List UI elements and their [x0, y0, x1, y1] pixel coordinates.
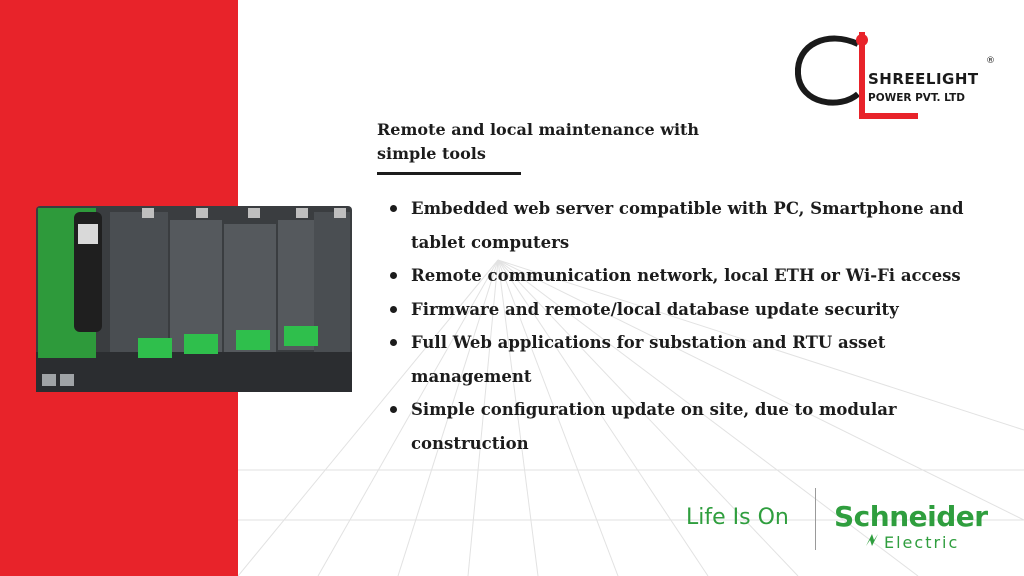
bullet-dot-icon — [390, 205, 397, 212]
bullet-dot-icon — [390, 339, 397, 346]
bullet-dot-icon — [390, 305, 397, 313]
list-item: Simple configuration update on site, due… — [388, 393, 988, 460]
list-item: Firmware and remote/local database updat… — [388, 293, 988, 327]
brand-name: Schneider — [834, 500, 988, 533]
brand-subname: Electric — [884, 533, 960, 552]
logo-divider — [815, 488, 816, 550]
heading-underline — [377, 172, 521, 175]
schneider-electric-logo-icon — [866, 534, 878, 546]
rtu-device-image — [36, 206, 352, 392]
tagline: Life Is On — [686, 505, 789, 530]
list-item: Embedded web server compatible with PC, … — [388, 192, 988, 259]
section-heading-text: Remote and local maintenance with simple… — [377, 120, 700, 163]
building-background-image — [238, 259, 1024, 576]
shreelight-logo-icon — [794, 32, 918, 119]
list-item: Full Web applications for substation and… — [388, 326, 988, 393]
registered-mark: ® — [986, 56, 995, 66]
list-item: Remote communication network, local ETH … — [388, 259, 988, 293]
bullet-dot-icon — [390, 406, 397, 413]
company-name: SHREELIGHT — [868, 70, 979, 88]
feature-list: Embedded web server compatible with PC, … — [388, 192, 988, 460]
bullet-dot-icon — [390, 272, 397, 279]
section-heading: Remote and local maintenance with simple… — [377, 118, 777, 166]
company-subtitle: POWER PVT. LTD — [868, 92, 965, 104]
